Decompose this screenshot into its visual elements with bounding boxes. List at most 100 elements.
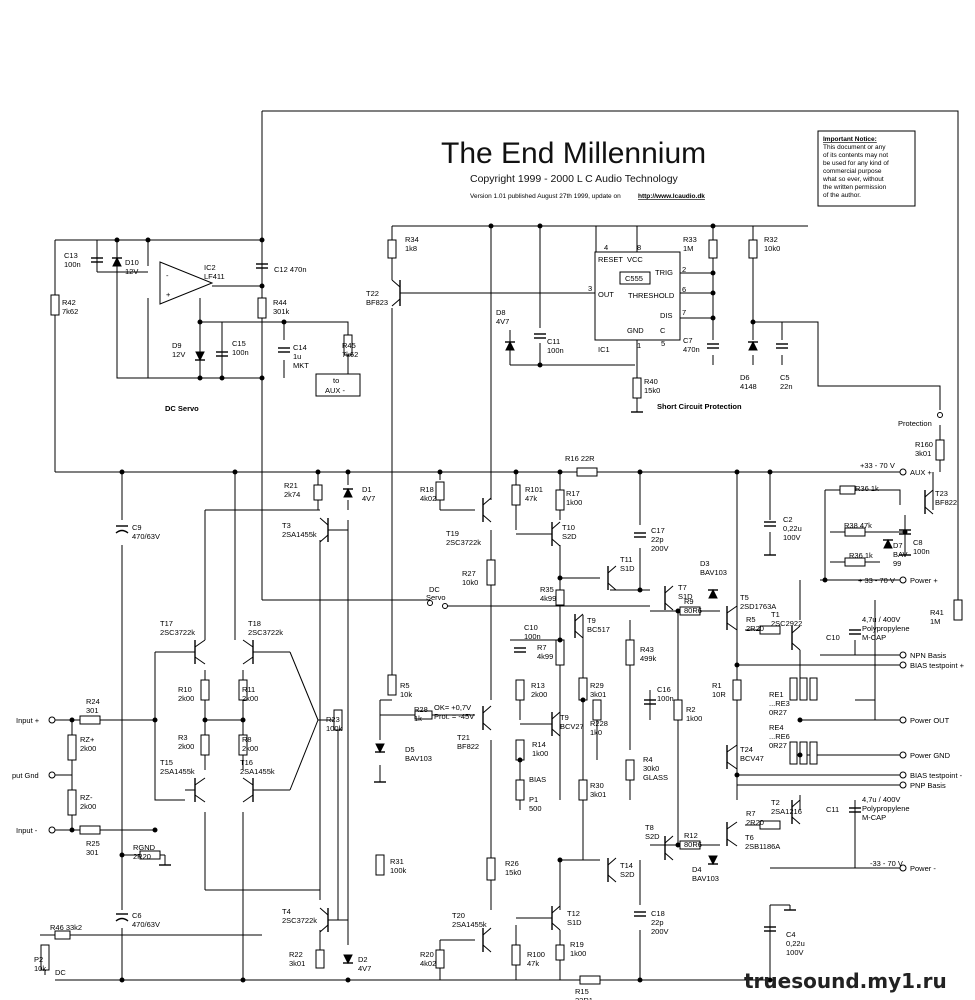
- transistor-t6: [726, 821, 738, 847]
- terminal-power-out[interactable]: [899, 716, 907, 724]
- label-r101-1: 47k: [525, 494, 537, 503]
- terminal-protection[interactable]: [937, 412, 943, 418]
- capacitor-c11big: [849, 807, 861, 813]
- ic1-pin-vcc: VCC: [627, 255, 643, 264]
- label-d5-1: BAV103: [405, 754, 432, 763]
- label-c10s-1: 100n: [524, 632, 541, 641]
- terminal-input-plus[interactable]: [48, 716, 56, 724]
- resistor-rgnd: [139, 850, 161, 860]
- transistor-t17: [185, 639, 206, 665]
- terminal-pnp-basis[interactable]: [899, 781, 907, 789]
- label-ic2-0: IC2: [204, 263, 216, 272]
- resistor-r101: [511, 484, 521, 506]
- label-r22-0: R22: [289, 950, 303, 959]
- label-r29-0: R29: [590, 681, 604, 690]
- label-c17-0: C17: [651, 526, 665, 535]
- label-d8-1: 4V7: [496, 317, 509, 326]
- label-t23-1: BF822: [935, 498, 957, 507]
- label-c6-1: 470/63V: [132, 920, 160, 929]
- label-c10cap-1: Polypropylene: [862, 624, 910, 633]
- resistor-p2[interactable]: [40, 944, 50, 971]
- ic1-pin-threshold: THRESHOLD: [628, 291, 675, 300]
- ground-symbols: [159, 410, 911, 911]
- label-r17-0: R17: [566, 489, 580, 498]
- resistor-r36b: [844, 557, 866, 567]
- label-r13-1: 2k00: [531, 690, 547, 699]
- label-t8-1: S2D: [645, 832, 660, 841]
- ic1-pin-num-8: 8: [637, 243, 641, 252]
- label-t18-0: T18: [248, 619, 261, 628]
- label-c16-0: C16: [657, 685, 671, 694]
- terminal-power-plus[interactable]: [899, 576, 907, 584]
- capacitor-c2: [764, 521, 776, 527]
- label-r29-1: 3k01: [590, 690, 606, 699]
- terminal-dc-servo-a[interactable]: [427, 600, 433, 606]
- resistor-re2: [799, 677, 808, 701]
- label-t5-0: T5: [740, 593, 749, 602]
- terminal-bias-tp-plus[interactable]: [899, 661, 907, 669]
- terminal-input-minus[interactable]: [48, 826, 56, 834]
- resistor-p1[interactable]: [515, 779, 525, 801]
- resistor-r15: [579, 975, 601, 985]
- label-r12-1: 80R6: [684, 840, 702, 849]
- terminal-npn-basis[interactable]: [899, 651, 907, 659]
- ic1-pin-reset: RESET: [598, 255, 623, 264]
- label-t17-1: 2SC3722k: [160, 628, 195, 637]
- label-r15-0: R15: [575, 987, 589, 996]
- label-r2-0: R2: [686, 705, 696, 714]
- label-d10-1: 12V: [125, 267, 138, 276]
- ic1-pin-num-1: 1: [637, 341, 641, 350]
- label-r5b-1: 2R20: [746, 624, 764, 633]
- resistor-r34: [387, 239, 397, 259]
- resistor-r31: [375, 854, 385, 876]
- label-t6-0: T6: [745, 833, 754, 842]
- label-rzm-1: 2k00: [80, 802, 96, 811]
- ic1-pin-num-2: 2: [682, 265, 686, 274]
- label-r23-1: 100k: [326, 724, 343, 733]
- zener-d8: [505, 340, 515, 351]
- label-r35-1: 4k99: [540, 594, 556, 603]
- capacitor-c7: [707, 343, 719, 349]
- label-r32-0: R32: [764, 235, 778, 244]
- terminal-input-gnd[interactable]: [48, 771, 56, 779]
- label-t21-1: BF822: [457, 742, 479, 751]
- label-r23-0: R23: [326, 715, 340, 724]
- label-re4-1: ...RE6: [769, 732, 790, 741]
- label-d5-0: D5: [405, 745, 415, 754]
- label-rzm-0: RZ-: [80, 793, 93, 802]
- resistor-r35: [555, 589, 565, 606]
- label-ic2-1: LF411: [204, 272, 225, 281]
- label-t9-0: T9: [587, 616, 596, 625]
- label-r21-0: R21: [284, 481, 298, 490]
- label-t10-1: S2D: [562, 532, 577, 541]
- label-d6-0: D6: [740, 373, 750, 382]
- label-r25-0: R25: [86, 839, 100, 848]
- capacitor-c12: [256, 263, 268, 269]
- label-c7-1: 470n: [683, 345, 700, 354]
- resistor-r11: [238, 679, 248, 701]
- label-r9-1: 80R6: [684, 606, 702, 615]
- notice-line-7: of the author.: [823, 192, 861, 199]
- label-r25-1: 301: [86, 848, 99, 857]
- label-r27-1: 10k0: [462, 578, 478, 587]
- label-t17-0: T17: [160, 619, 173, 628]
- rail-power-plus-voltage: + 33 - 70 V: [858, 576, 895, 585]
- label-c11cap-1: Polypropylene: [862, 804, 910, 813]
- terminal-dc-servo-b[interactable]: [442, 603, 448, 609]
- label-r18-1: 4k02: [420, 494, 436, 503]
- terminal-bias-tp-minus[interactable]: [899, 771, 907, 779]
- capacitor-c11: [534, 333, 546, 339]
- capacitor-c10: [849, 629, 861, 635]
- transistor-t12: [516, 905, 561, 931]
- npn-basis-label: NPN Basis: [910, 651, 947, 660]
- resistor-r1: [732, 679, 742, 701]
- terminal-aux-plus[interactable]: [899, 468, 907, 476]
- resistor-r7b: [759, 820, 781, 830]
- terminal-power-gnd[interactable]: [899, 751, 907, 759]
- label-r40-0: R40: [644, 377, 658, 386]
- terminal-power-minus[interactable]: [899, 864, 907, 872]
- transistor-t16: [242, 777, 290, 803]
- label-t19-1: 2SC3722k: [446, 538, 481, 547]
- resistor-r23: [333, 709, 343, 731]
